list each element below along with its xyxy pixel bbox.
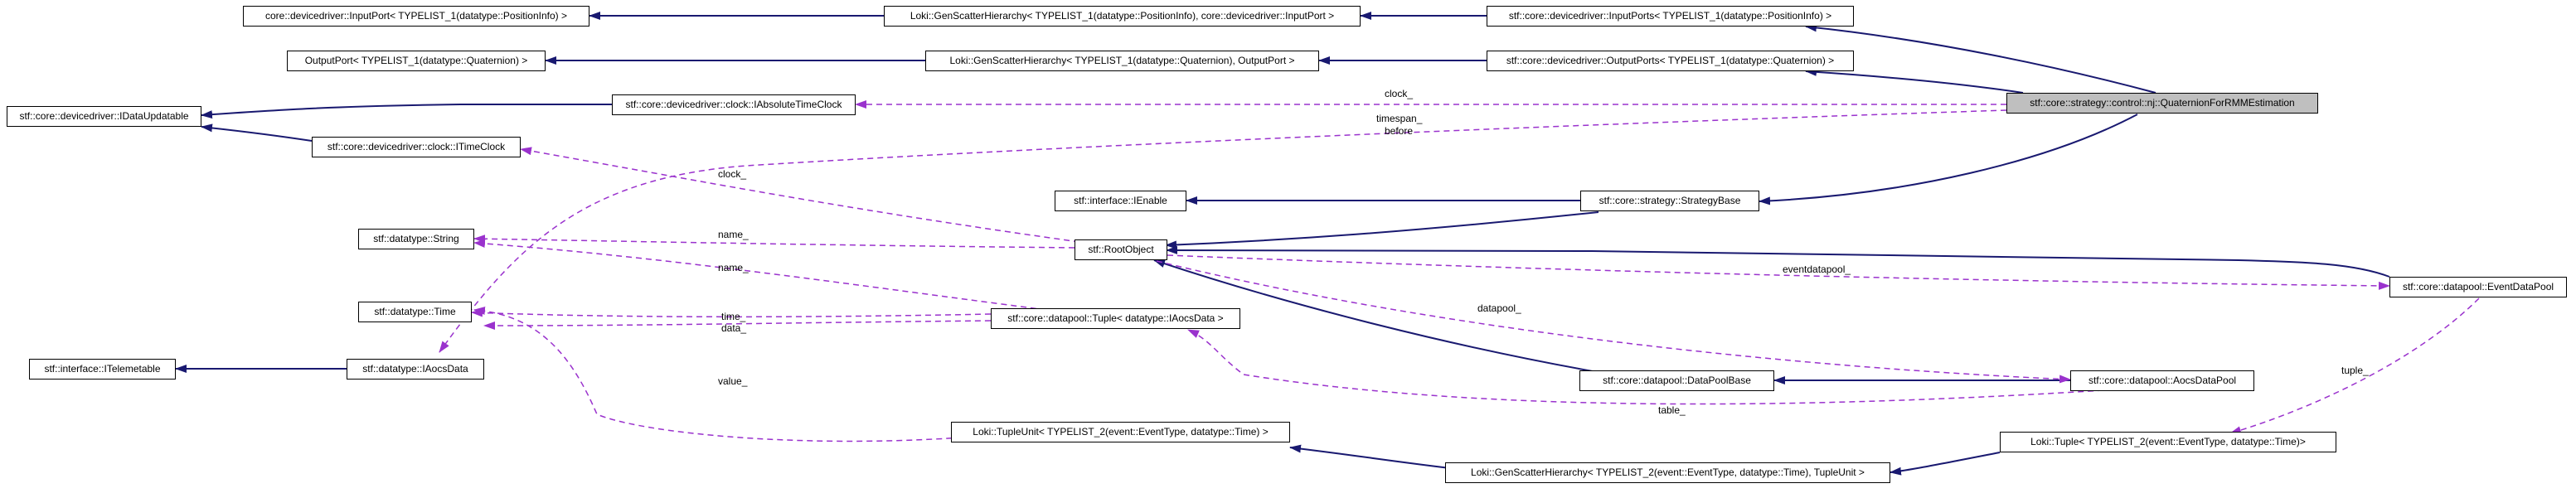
edge-aocs-pool-uses-tuple (1187, 329, 2104, 405)
edge-data-pool-base-to-root (1153, 259, 1608, 375)
edge-loki-tuple-to-gsh-event (1890, 452, 2001, 476)
node-gsh-position[interactable]: Loki::GenScatterHierarchy< TYPELIST_1(da… (884, 6, 1361, 27)
edge-label-before: before (1385, 125, 1414, 137)
edge-label-name-root: name_ (718, 229, 749, 240)
edge-label-timespan: timespan_ (1376, 113, 1423, 124)
node-idata-updatable[interactable]: stf::core::devicedriver::IDataUpdatable (7, 106, 201, 127)
node-ienable[interactable]: stf::interface::IEnable (1055, 191, 1186, 211)
edge-tuple-uses-string (473, 239, 1047, 311)
node-tuple-unit[interactable]: Loki::TupleUnit< TYPELIST_2(event::Event… (951, 422, 1290, 442)
edge-absolute-clock-to-updatable (201, 104, 612, 119)
edge-label-data-tuple: data_ (721, 322, 747, 334)
edge-itime-clock-to-updatable (201, 123, 313, 142)
edge-tuple-unit-uses-time (473, 307, 1012, 442)
node-input-port[interactable]: core::devicedriver::InputPort< TYPELIST_… (243, 6, 589, 27)
edge-rmm-to-strategy-base (1759, 114, 2138, 205)
edge-label-table: table_ (1658, 404, 1686, 416)
node-iaocs-data[interactable]: stf::datatype::IAocsData (347, 359, 484, 380)
edge-tuple-uses-iaocs (483, 320, 992, 330)
node-tuple-iaocs-data[interactable]: stf::core::datapool::Tuple< datatype::IA… (991, 308, 1240, 329)
node-quaternion-rmm-estimation[interactable]: stf::core::strategy::control::nj::Quater… (2006, 93, 2318, 114)
node-event-data-pool[interactable]: stf::core::datapool::EventDataPool (2389, 277, 2567, 297)
node-aocs-data-pool[interactable]: stf::core::datapool::AocsDataPool (2070, 370, 2254, 391)
edge-label-value: value_ (718, 375, 748, 387)
node-loki-tuple[interactable]: Loki::Tuple< TYPELIST_2(event::EventType… (2000, 432, 2336, 452)
node-root-object[interactable]: stf::RootObject (1075, 239, 1167, 260)
edge-strategy-base-to-root (1165, 211, 1599, 249)
edge-label-clock-top: clock_ (1385, 88, 1414, 99)
edge-root-uses-aocs-pool (1156, 260, 2071, 384)
edge-label-clock-itime: clock_ (718, 168, 747, 180)
edge-root-uses-string (473, 234, 1075, 249)
edge-label-time-tuple: time_ (721, 311, 746, 322)
edge-rmm-uses-time (439, 109, 2007, 353)
node-output-port[interactable]: OutputPort< TYPELIST_1(datatype::Quatern… (287, 51, 546, 71)
edge-tuple-uses-time (471, 308, 992, 318)
edge-rmm-to-input-ports (1805, 23, 2156, 94)
node-gsh-quaternion[interactable]: Loki::GenScatterHierarchy< TYPELIST_1(da… (925, 51, 1319, 71)
edge-rmm-to-output-ports (1805, 67, 2024, 94)
edge-label-datapool: datapool_ (1477, 302, 1521, 314)
node-gsh-event[interactable]: Loki::GenScatterHierarchy< TYPELIST_2(ev… (1445, 462, 1890, 483)
node-time[interactable]: stf::datatype::Time (358, 302, 472, 322)
node-data-pool-base[interactable]: stf::core::datapool::DataPoolBase (1579, 370, 1774, 391)
edge-label-name-tuple: name_ (718, 262, 749, 273)
node-itelemetable[interactable]: stf::interface::ITelemetable (29, 359, 176, 380)
edge-event-pool-to-root (1166, 245, 2390, 278)
node-itime-clock[interactable]: stf::core::devicedriver::clock::ITimeClo… (312, 137, 521, 157)
edge-label-eventdatapool: eventdatapool_ (1783, 264, 1851, 275)
node-iabsolute-time-clock[interactable]: stf::core::devicedriver::clock::IAbsolut… (612, 94, 856, 115)
edge-root-uses-itime-clock (520, 147, 1080, 243)
node-strategy-base[interactable]: stf::core::strategy::StrategyBase (1580, 191, 1759, 211)
edge-event-pool-uses-loki-tuple (2229, 297, 2480, 435)
node-input-ports[interactable]: stf::core::devicedriver::InputPorts< TYP… (1487, 6, 1854, 27)
node-string[interactable]: stf::datatype::String (358, 229, 474, 249)
node-output-ports[interactable]: stf::core::devicedriver::OutputPorts< TY… (1487, 51, 1854, 71)
edge-label-tuple: tuple_ (2341, 365, 2369, 376)
edge-root-uses-event-pool (1167, 254, 2390, 290)
